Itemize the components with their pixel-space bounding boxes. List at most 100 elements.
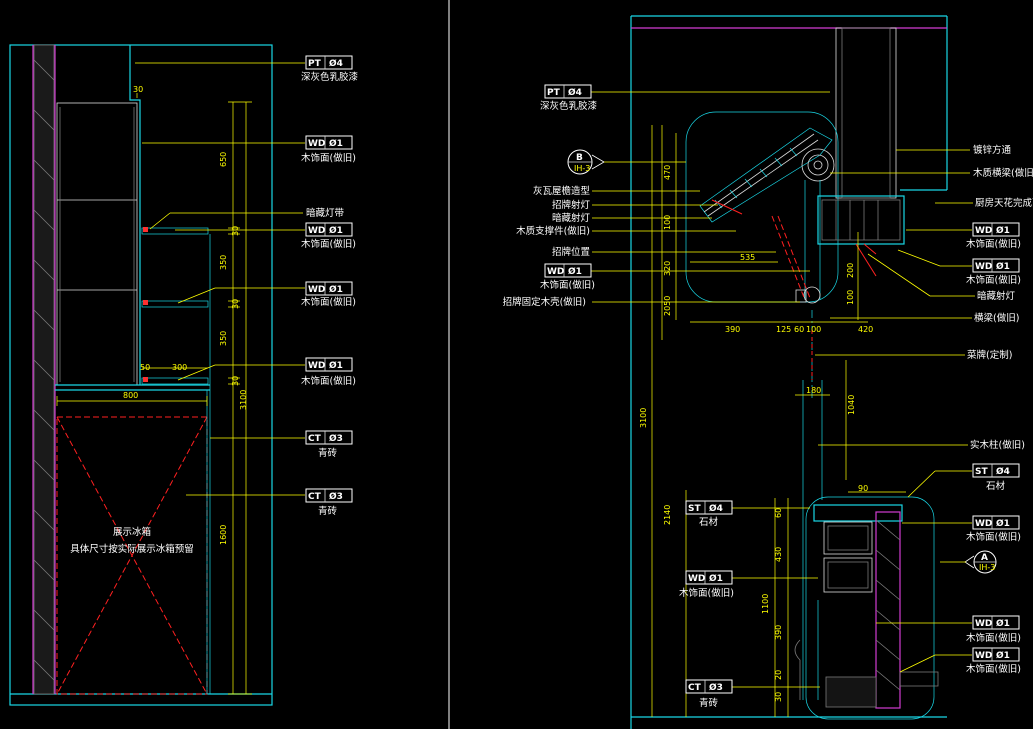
left-tag-6: CT Ø3 青砖 xyxy=(305,488,353,517)
svg-text:WD: WD xyxy=(308,285,325,295)
left-tag-4: WD Ø1 木饰面(做旧) xyxy=(301,357,356,387)
dim-3100-left: 3100 xyxy=(239,390,248,410)
svg-text:Ø4: Ø4 xyxy=(996,466,1010,477)
right-section: 470 100 320 2050 3100 2140 535 390 125 6… xyxy=(503,15,1033,729)
svg-text:Ø1: Ø1 xyxy=(996,518,1010,529)
dim-100a: 100 xyxy=(663,215,672,230)
section-mark-a: A IH-3 xyxy=(964,550,997,574)
svg-text:Ø1: Ø1 xyxy=(329,138,343,149)
svg-text:PT: PT xyxy=(308,59,322,69)
dim-100c: 100 xyxy=(846,290,855,305)
dim-30-s1: 30 xyxy=(231,226,240,236)
svg-text:WD: WD xyxy=(975,226,992,236)
right-tag-0: WD Ø1 木饰面(做旧) xyxy=(906,222,1021,250)
svg-text:Ø1: Ø1 xyxy=(329,360,343,371)
svg-text:Ø4: Ø4 xyxy=(329,58,343,69)
svg-text:深灰色乳胶漆: 深灰色乳胶漆 xyxy=(540,100,598,112)
dim-1100: 1100 xyxy=(761,594,770,614)
svg-text:ST: ST xyxy=(688,504,701,514)
svg-text:WD: WD xyxy=(308,139,325,149)
section-mark-b: B IH-3 xyxy=(567,149,605,175)
svg-text:木饰面(做旧): 木饰面(做旧) xyxy=(966,531,1021,543)
right-tag-4: WD Ø1 木饰面(做旧) xyxy=(876,615,1021,644)
dim-2140: 2140 xyxy=(663,505,672,525)
svg-text:ST: ST xyxy=(975,467,988,477)
dim-390b: 390 xyxy=(774,625,783,640)
svg-text:木饰面(做旧): 木饰面(做旧) xyxy=(301,296,356,308)
dim-1040: 1040 xyxy=(847,395,856,415)
svg-text:木饰面(做旧): 木饰面(做旧) xyxy=(966,663,1021,675)
svg-text:青砖: 青砖 xyxy=(318,447,338,459)
svg-text:木饰面(做旧): 木饰面(做旧) xyxy=(301,238,356,250)
dim-3100-right: 3100 xyxy=(639,408,648,428)
svg-text:B: B xyxy=(576,153,583,163)
left-tag-5: CT Ø3 青砖 xyxy=(305,430,353,459)
svg-text:Ø4: Ø4 xyxy=(709,503,723,514)
dim-470: 470 xyxy=(663,165,672,180)
dim-125: 125 xyxy=(776,325,791,334)
dim-100b: 100 xyxy=(806,325,821,334)
svg-text:CT: CT xyxy=(308,434,322,444)
dim-30-s2: 30 xyxy=(231,299,240,309)
svg-text:木饰面(做旧): 木饰面(做旧) xyxy=(966,274,1021,286)
dim-535: 535 xyxy=(740,253,755,262)
svg-text:木饰面(做旧): 木饰面(做旧) xyxy=(540,279,595,291)
svg-text:石材: 石材 xyxy=(986,480,1006,492)
label-solid-wood-column: 实木柱(做旧) xyxy=(970,439,1025,451)
svg-text:A: A xyxy=(981,553,988,563)
dim-350b: 350 xyxy=(219,331,228,346)
label-beam: 横梁(做旧) xyxy=(974,312,1019,324)
dim-2050: 2050 xyxy=(663,296,672,316)
dim-50: 50 xyxy=(140,363,150,372)
dim-350a: 350 xyxy=(219,255,228,270)
svg-text:CT: CT xyxy=(688,683,702,693)
label-menu-board: 菜牌(定制) xyxy=(967,349,1012,361)
dim-320: 320 xyxy=(663,261,672,276)
right-tag-5: WD Ø1 木饰面(做旧) xyxy=(899,647,1021,675)
left-tag-1: WD Ø1 木饰面(做旧) xyxy=(301,135,356,164)
label-sign-wood-shell: 招牌固定木壳(做旧) xyxy=(503,296,586,308)
dim-90: 90 xyxy=(858,484,868,493)
svg-text:WD: WD xyxy=(308,361,325,371)
dim-200: 200 xyxy=(846,263,855,278)
right-tag-3: WD Ø1 木饰面(做旧) xyxy=(902,515,1021,543)
dim-650: 650 xyxy=(219,152,228,167)
dim-30-top: 30 xyxy=(133,85,143,94)
fridge-note: 具体尺寸按实际展示冰箱预留 xyxy=(70,543,194,555)
left-elevation: 650 350 350 1600 3100 800 50 300 30 30 3… xyxy=(9,44,359,706)
svg-text:WD: WD xyxy=(975,651,992,661)
svg-text:Ø1: Ø1 xyxy=(568,266,582,277)
dim-1600: 1600 xyxy=(219,525,228,545)
svg-text:木饰面(做旧): 木饰面(做旧) xyxy=(966,632,1021,644)
dim-30: 30 xyxy=(774,692,783,702)
dim-300: 300 xyxy=(172,363,187,372)
dim-420: 420 xyxy=(858,325,873,334)
svg-text:Ø3: Ø3 xyxy=(709,682,723,693)
label-hidden-spotlight: 暗藏射灯 xyxy=(552,212,591,224)
svg-text:Ø4: Ø4 xyxy=(568,87,582,98)
svg-text:木饰面(做旧): 木饰面(做旧) xyxy=(301,375,356,387)
svg-text:Ø3: Ø3 xyxy=(329,491,343,502)
right-tag-1: WD Ø1 木饰面(做旧) xyxy=(897,249,1021,286)
svg-text:Ø1: Ø1 xyxy=(709,573,723,584)
svg-text:木饰面(做旧): 木饰面(做旧) xyxy=(966,238,1021,250)
svg-text:WD: WD xyxy=(688,574,705,584)
label-wood-beam: 木质横梁(做旧) xyxy=(973,167,1033,179)
left-tag-3: WD Ø1 木饰面(做旧) xyxy=(301,281,356,308)
dim-30-s3: 30 xyxy=(231,376,240,386)
svg-text:WD: WD xyxy=(975,519,992,529)
svg-text:WD: WD xyxy=(975,619,992,629)
svg-text:深灰色乳胶漆: 深灰色乳胶漆 xyxy=(301,71,359,83)
svg-text:WD: WD xyxy=(308,226,325,236)
svg-text:Ø3: Ø3 xyxy=(329,433,343,444)
note-light-strip: 暗藏灯带 xyxy=(306,207,345,219)
svg-text:Ø1: Ø1 xyxy=(996,261,1010,272)
svg-text:Ø1: Ø1 xyxy=(329,225,343,236)
svg-text:青砖: 青砖 xyxy=(318,505,338,517)
right-left-tag-1: WD Ø1 木饰面(做旧) xyxy=(540,263,810,291)
svg-text:IH-3: IH-3 xyxy=(574,164,590,173)
svg-text:Ø1: Ø1 xyxy=(996,618,1010,629)
label-hidden-spotlight-right: 暗藏射灯 xyxy=(977,290,1016,302)
svg-text:WD: WD xyxy=(547,267,564,277)
